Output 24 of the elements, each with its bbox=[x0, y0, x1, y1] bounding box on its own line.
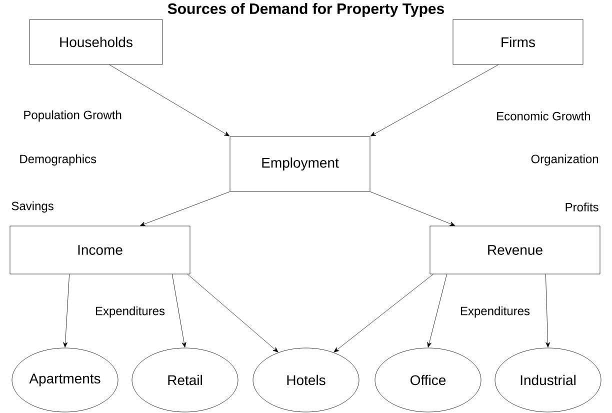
process-box: Revenue bbox=[430, 226, 600, 274]
arrow bbox=[370, 64, 499, 136]
factor-label: Economic Growth bbox=[495, 110, 592, 122]
factor-label: Demographics bbox=[18, 153, 98, 167]
title: Sources of Demand for Property Types bbox=[168, 3, 444, 17]
factor-label: Organization bbox=[530, 153, 600, 167]
arrow bbox=[63, 274, 70, 348]
arrow bbox=[140, 192, 230, 226]
arrow bbox=[370, 192, 456, 226]
arrow bbox=[427, 274, 448, 348]
factor-label: Expenditures bbox=[94, 305, 166, 319]
process-box: Income bbox=[10, 226, 190, 274]
arrow bbox=[334, 274, 434, 352]
arrow bbox=[172, 274, 186, 348]
process-box: Employment bbox=[230, 136, 370, 192]
arrow bbox=[109, 64, 230, 136]
factor-label: Savings bbox=[10, 200, 55, 214]
arrow bbox=[187, 274, 278, 352]
process-box: Households bbox=[29, 19, 163, 65]
process-box: Firms bbox=[452, 19, 584, 65]
factor-label: Population Growth bbox=[22, 109, 123, 123]
factor-label: Expenditures bbox=[458, 305, 532, 319]
factor-label: Profits bbox=[564, 202, 600, 212]
arrow bbox=[545, 274, 550, 348]
